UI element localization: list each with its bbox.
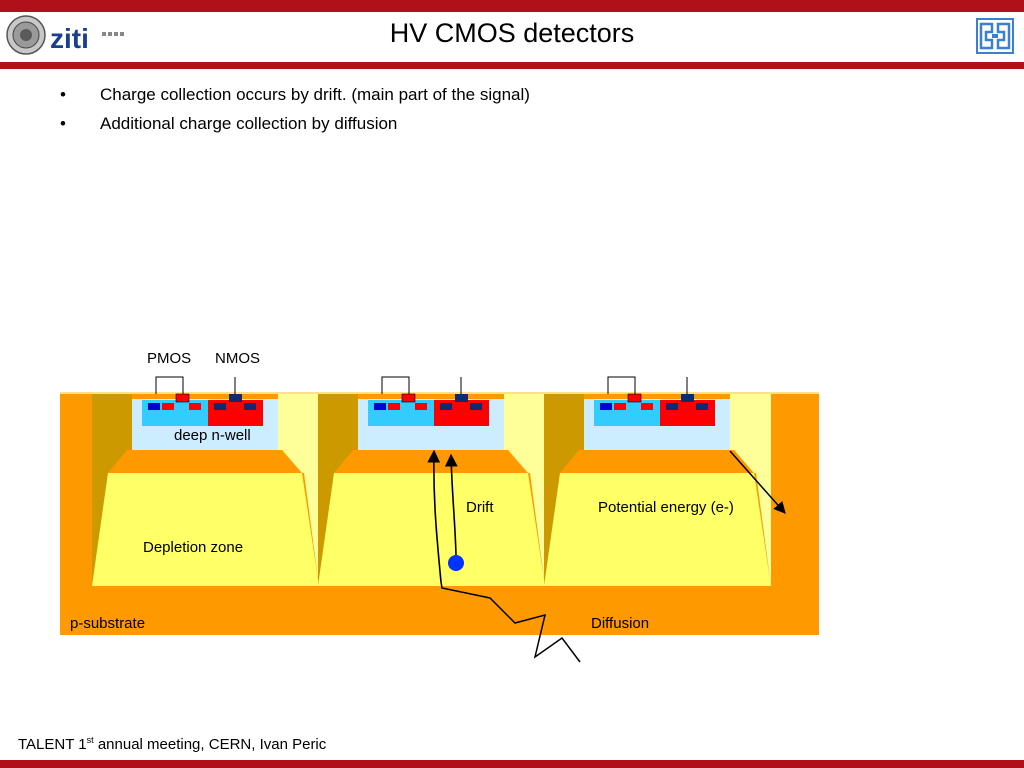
pmos-diffusion [189, 403, 201, 410]
pmos-diffusion [415, 403, 427, 410]
footer-citation: TALENT 1st annual meeting, CERN, Ivan Pe… [18, 735, 326, 753]
pmos-contact [148, 403, 160, 410]
bullet-text: Charge collection occurs by drift. (main… [100, 85, 530, 104]
nmos-contact [440, 403, 452, 410]
university-ziti-logo: ziti [6, 15, 124, 55]
bullet-text: Additional charge collection by diffusio… [100, 114, 398, 133]
diffusion-arrow [729, 450, 786, 514]
nmos-gate [681, 394, 694, 402]
pmos-gate [175, 393, 190, 403]
footer-superscript: st [86, 735, 94, 745]
diffusion-label: Diffusion [591, 615, 649, 632]
electron-charge [448, 555, 464, 571]
depletion-sidewall-right [278, 394, 319, 586]
bullet-list: • Charge collection occurs by drift. (ma… [60, 84, 530, 142]
pmos-wire [155, 376, 184, 394]
nmos-contact [666, 403, 678, 410]
nmos-contact [244, 403, 256, 410]
drift-arrow [444, 453, 458, 556]
pmos-wire [607, 376, 636, 394]
bullet-marker: • [60, 85, 66, 104]
depletion-sidewall-left [544, 394, 584, 586]
pmos-diffusion [614, 403, 626, 410]
bullet-marker: • [60, 114, 66, 133]
header-top-bar [0, 0, 1024, 12]
title-rule [0, 62, 1024, 69]
nwell-junction-band [560, 450, 754, 473]
footer-prefix: TALENT 1 [18, 736, 87, 753]
nwell-junction-band [334, 450, 528, 473]
nmos-label: NMOS [215, 350, 260, 367]
depletion-zone-label: Depletion zone [143, 539, 243, 556]
pmos-label: PMOS [147, 350, 191, 367]
pmos-contact [374, 403, 386, 410]
deep-nwell-label: deep n-well [174, 427, 251, 444]
random-walk-path [440, 581, 581, 663]
footer-bar [0, 760, 1024, 768]
pmos-gate [401, 393, 416, 403]
pmos-diffusion [162, 403, 174, 410]
nmos-contact [696, 403, 708, 410]
nmos-gate [229, 394, 242, 402]
depletion-zone-region [318, 473, 545, 586]
p-substrate-label: p-substrate [70, 615, 145, 632]
depletion-sidewall-left [92, 394, 132, 586]
nwell-junction-band [108, 450, 302, 473]
pmos-gate [627, 393, 642, 403]
nmos-gate [455, 394, 468, 402]
depletion-sidewall-right [730, 394, 771, 586]
depletion-zone-region [544, 473, 771, 586]
pmos-contact [600, 403, 612, 410]
pmos-diffusion [388, 403, 400, 410]
depletion-sidewall-left [318, 394, 358, 586]
ziti-logo-text: ziti [50, 23, 89, 54]
university-seal-icon [6, 15, 46, 55]
depletion-sidewall-right [504, 394, 545, 586]
bullet-item: • Additional charge collection by diffus… [60, 113, 530, 142]
pmos-diffusion [641, 403, 653, 410]
nmos-contact [214, 403, 226, 410]
drift-arrow [427, 449, 442, 583]
institute-logo-icon [976, 18, 1014, 54]
pmos-wire [381, 376, 410, 394]
page-title: HV CMOS detectors [389, 18, 635, 48]
potential-energy-label: Potential energy (e-) [598, 499, 734, 516]
bullet-item: • Charge collection occurs by drift. (ma… [60, 84, 530, 113]
footer-suffix: annual meeting, CERN, Ivan Peric [93, 736, 327, 753]
depletion-zone-region [92, 473, 319, 586]
nmos-contact [470, 403, 482, 410]
drift-label: Drift [466, 499, 494, 516]
